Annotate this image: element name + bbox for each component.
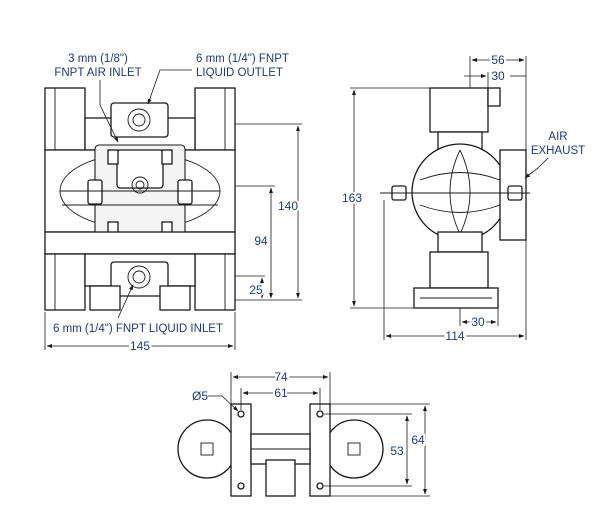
front-top-left-port xyxy=(44,87,86,151)
dim-side-top-30: 30 xyxy=(491,69,505,83)
liquid-outlet-label-line1: 6 mm (1/4") FNPT xyxy=(196,53,289,65)
mount-left-foot xyxy=(230,403,252,497)
air-inlet-label-line2: FNPT AIR INLET xyxy=(54,67,141,79)
dim-bolt-span-53: 53 xyxy=(390,444,404,458)
air-exhaust-label-line2: EXHAUST xyxy=(531,145,585,157)
liquid-inlet-label: 6 mm (1/4") FNPT LIQUID INLET xyxy=(53,323,223,335)
mount-left-port xyxy=(177,419,237,479)
dim-side-depth: 114 xyxy=(445,329,464,343)
front-liquid-inlet-boss xyxy=(110,261,169,297)
mount-right-port xyxy=(324,419,384,479)
air-exhaust-label-line1: AIR xyxy=(548,131,567,143)
dim-outlet-height: 94 xyxy=(254,234,268,248)
front-air-inlet-port xyxy=(131,176,149,194)
air-inlet-label-line1: 3 mm (1/8") xyxy=(68,53,128,65)
side-view: AIR EXHAUST 56 30 163 30 114 xyxy=(340,51,585,345)
mount-hole-icon xyxy=(237,410,245,418)
dim-bolt-span-74: 74 xyxy=(274,370,288,384)
front-bottom-right-port xyxy=(194,253,236,311)
front-bottom-left-port xyxy=(44,253,86,311)
front-bottom-manifold xyxy=(44,231,236,255)
dim-bolt-span-61: 61 xyxy=(274,386,288,400)
front-liquid-outlet-boss xyxy=(110,102,169,138)
dim-bolt-span-64: 64 xyxy=(411,433,425,447)
front-view: 3 mm (1/8") FNPT AIR INLET 6 mm (1/4") F… xyxy=(44,53,302,355)
dim-overall-height: 140 xyxy=(278,199,298,213)
dim-inlet-height: 25 xyxy=(249,283,263,297)
dim-side-height: 163 xyxy=(342,191,362,205)
mounting-view: Ø5 74 61 53 64 xyxy=(177,368,430,497)
liquid-outlet-label-line2: LIQUID OUTLET xyxy=(196,67,283,79)
dim-side-top-56: 56 xyxy=(491,53,505,67)
side-top-port xyxy=(429,87,489,133)
dim-overall-width: 145 xyxy=(130,339,150,353)
dim-hole-diameter: Ø5 xyxy=(192,389,208,403)
dim-side-bottom-30: 30 xyxy=(471,315,485,329)
mount-right-foot xyxy=(309,403,331,497)
front-top-right-port xyxy=(194,87,236,151)
side-pump-body xyxy=(411,143,509,241)
